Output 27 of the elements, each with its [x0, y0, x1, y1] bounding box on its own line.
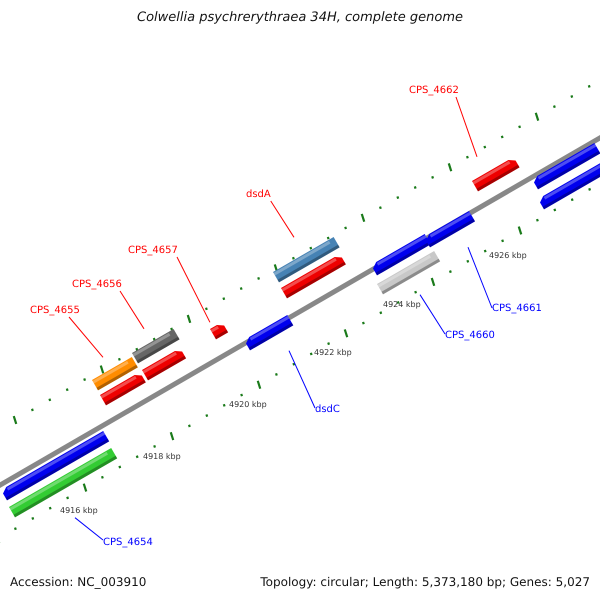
gene-label: CPS_4654 [103, 537, 153, 549]
scale-label: 4916 kbp [60, 506, 98, 516]
gene-label: dsdA [246, 189, 271, 201]
scale-label: 4926 kbp [489, 251, 527, 261]
footer-text: Accession: NC_003910 [10, 575, 146, 589]
gene-label: CPS_4657 [128, 245, 178, 257]
leader-line [420, 294, 446, 334]
gene-label: CPS_4655 [30, 305, 80, 317]
footer-text: Topology: circular; Length: 5,373,180 bp; Genes: 5,027 [260, 575, 590, 589]
leader-line [456, 96, 478, 158]
scale-label: 4918 kbp [143, 452, 181, 462]
scale-label: 4920 kbp [229, 400, 267, 410]
gene-label: CPS_4656 [72, 279, 122, 291]
gene-label: CPS_4660 [445, 330, 495, 342]
gene-label: CPS_4661 [492, 303, 542, 315]
gene-label: dsdC [315, 404, 340, 416]
map-title: Colwellia psychrerythraea 34H, complete genome [136, 10, 464, 25]
leader-line [288, 350, 316, 408]
leader-line [270, 200, 294, 238]
leader-line [468, 246, 492, 308]
leader-line [120, 290, 144, 330]
scale-label: 4924 kbp [383, 300, 421, 310]
leader-line [74, 517, 104, 540]
scale-label: 4922 kbp [314, 348, 352, 358]
gene-label: CPS_4662 [409, 85, 459, 97]
leader-line [68, 316, 104, 358]
leader-line [176, 256, 210, 323]
